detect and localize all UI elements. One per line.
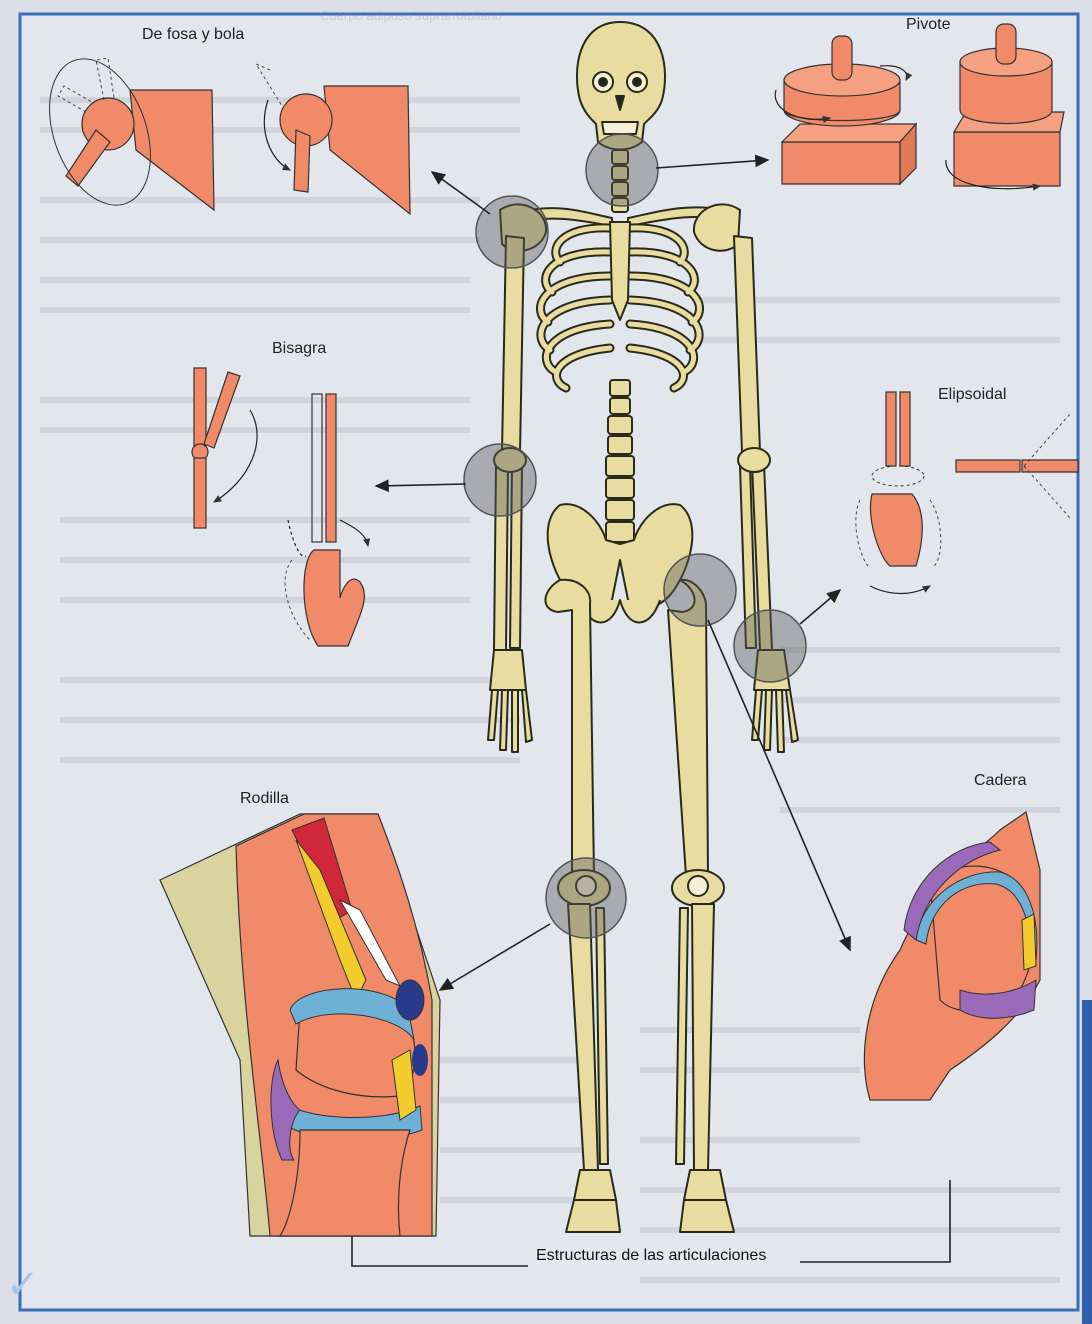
page-edge-accent (1082, 1000, 1092, 1324)
label-hip: Cadera (974, 772, 1026, 790)
highlight-neck (586, 134, 658, 206)
highlight-hip (664, 554, 736, 626)
elbow-right (738, 448, 770, 472)
highlight-shoulder (476, 196, 548, 268)
highlight-knee (546, 858, 626, 938)
checkmark-icon: ✓ (6, 1262, 40, 1308)
label-ball-socket: De fosa y bola (142, 26, 244, 44)
highlight-wrist (734, 610, 806, 682)
label-pivot: Pivote (906, 16, 950, 34)
highlight-elbow (464, 444, 536, 516)
figure-caption: Estructuras de las articulaciones (532, 1247, 770, 1265)
label-ellipsoid: Elipsoidal (938, 386, 1006, 404)
label-knee: Rodilla (240, 790, 289, 808)
background-text-top: Cuerpo adiposo suprarrotuliano (320, 8, 502, 23)
label-hinge: Bisagra (272, 340, 326, 358)
